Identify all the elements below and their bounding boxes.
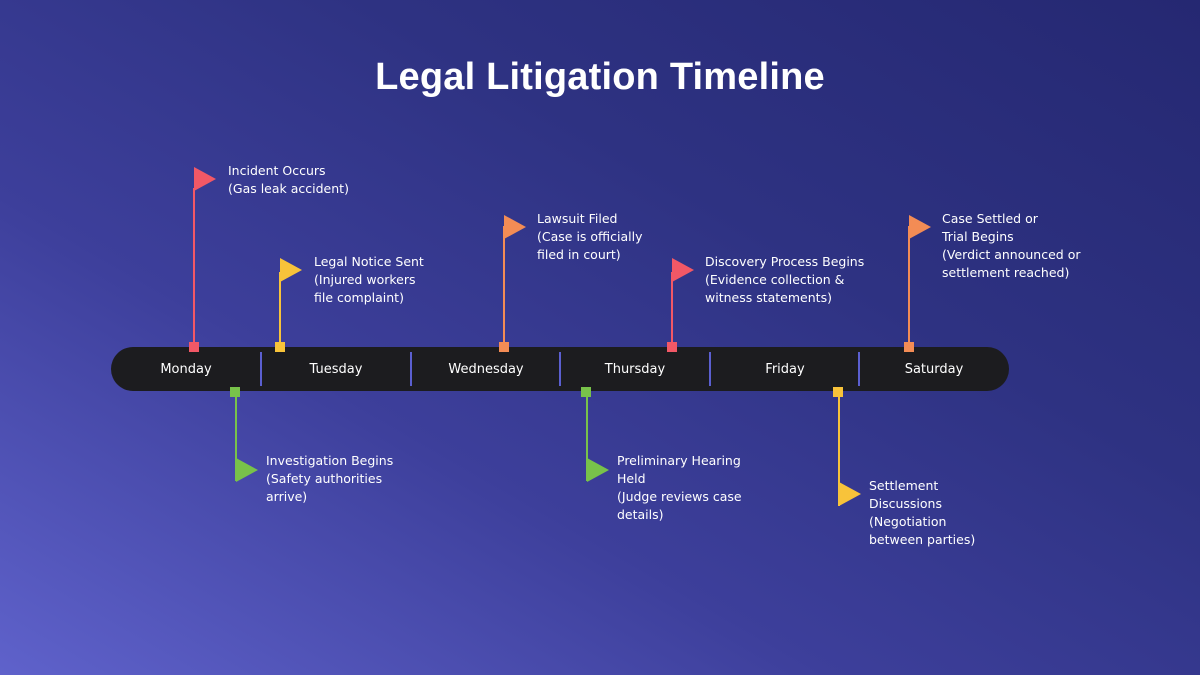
event-marker xyxy=(189,342,199,352)
day-label-wednesday: Wednesday xyxy=(448,362,524,377)
event-title: Legal Notice Sent xyxy=(314,254,424,269)
event-label: Legal Notice Sent (Injured workers file … xyxy=(314,253,434,307)
event-title: Settlement Discussions xyxy=(869,478,942,511)
event-marker xyxy=(230,387,240,397)
event-label: Preliminary Hearing Held (Judge reviews … xyxy=(617,452,752,524)
event-detail: (Judge reviews case details) xyxy=(617,489,742,522)
green-flag-icon xyxy=(587,458,609,482)
event-title: Preliminary Hearing Held xyxy=(617,453,741,486)
event-detail: (Negotiation between parties) xyxy=(869,514,976,547)
day-label-tuesday: Tuesday xyxy=(309,362,363,377)
yellow-flag-icon xyxy=(839,482,861,506)
day-divider xyxy=(858,352,860,386)
event-title: Case Settled or Trial Begins xyxy=(942,211,1038,244)
day-divider xyxy=(559,352,561,386)
day-divider xyxy=(709,352,711,386)
event-pole xyxy=(908,226,910,346)
event-marker xyxy=(499,342,509,352)
event-pole xyxy=(279,272,281,346)
day-label-saturday: Saturday xyxy=(904,362,964,377)
red-flag-icon xyxy=(672,258,694,282)
day-label-monday: Monday xyxy=(160,362,212,377)
event-label: Discovery Process Begins (Evidence colle… xyxy=(705,253,864,307)
orange-flag-icon xyxy=(504,215,526,239)
event-marker xyxy=(667,342,677,352)
event-marker xyxy=(581,387,591,397)
event-pole xyxy=(503,226,505,346)
day-divider xyxy=(260,352,262,386)
event-pole xyxy=(586,396,588,481)
event-detail: (Injured workers file complaint) xyxy=(314,272,416,305)
yellow-flag-icon xyxy=(280,258,302,282)
day-label-thursday: Thursday xyxy=(604,362,666,377)
event-pole xyxy=(235,396,237,481)
event-title: Incident Occurs xyxy=(228,163,326,178)
day-divider xyxy=(410,352,412,386)
event-marker xyxy=(833,387,843,397)
event-pole xyxy=(193,188,195,346)
event-marker xyxy=(904,342,914,352)
event-pole xyxy=(838,396,840,506)
event-detail: (Evidence collection & witness statement… xyxy=(705,272,845,305)
event-detail: (Verdict announced or settlement reached… xyxy=(942,247,1081,280)
event-pole xyxy=(671,272,673,346)
orange-flag-icon xyxy=(909,215,931,239)
event-label: Incident Occurs (Gas leak accident) xyxy=(228,162,349,198)
page-title: Legal Litigation Timeline xyxy=(375,56,825,98)
event-title: Discovery Process Begins xyxy=(705,254,865,269)
event-label: Settlement Discussions (Negotiation betw… xyxy=(869,477,984,549)
event-detail: (Safety authorities arrive) xyxy=(266,471,383,504)
red-flag-icon xyxy=(194,167,216,191)
event-marker xyxy=(275,342,285,352)
day-label-friday: Friday xyxy=(765,362,805,377)
event-label: Lawsuit Filed (Case is officially filed … xyxy=(537,210,652,264)
green-flag-icon xyxy=(236,458,258,482)
event-detail: (Case is officially filed in court) xyxy=(537,229,643,262)
event-label: Investigation Begins (Safety authorities… xyxy=(266,452,396,506)
event-detail: (Gas leak accident) xyxy=(228,181,349,196)
event-title: Investigation Begins xyxy=(266,453,394,468)
event-title: Lawsuit Filed xyxy=(537,211,618,226)
event-label: Case Settled or Trial Begins (Verdict an… xyxy=(942,210,1092,282)
